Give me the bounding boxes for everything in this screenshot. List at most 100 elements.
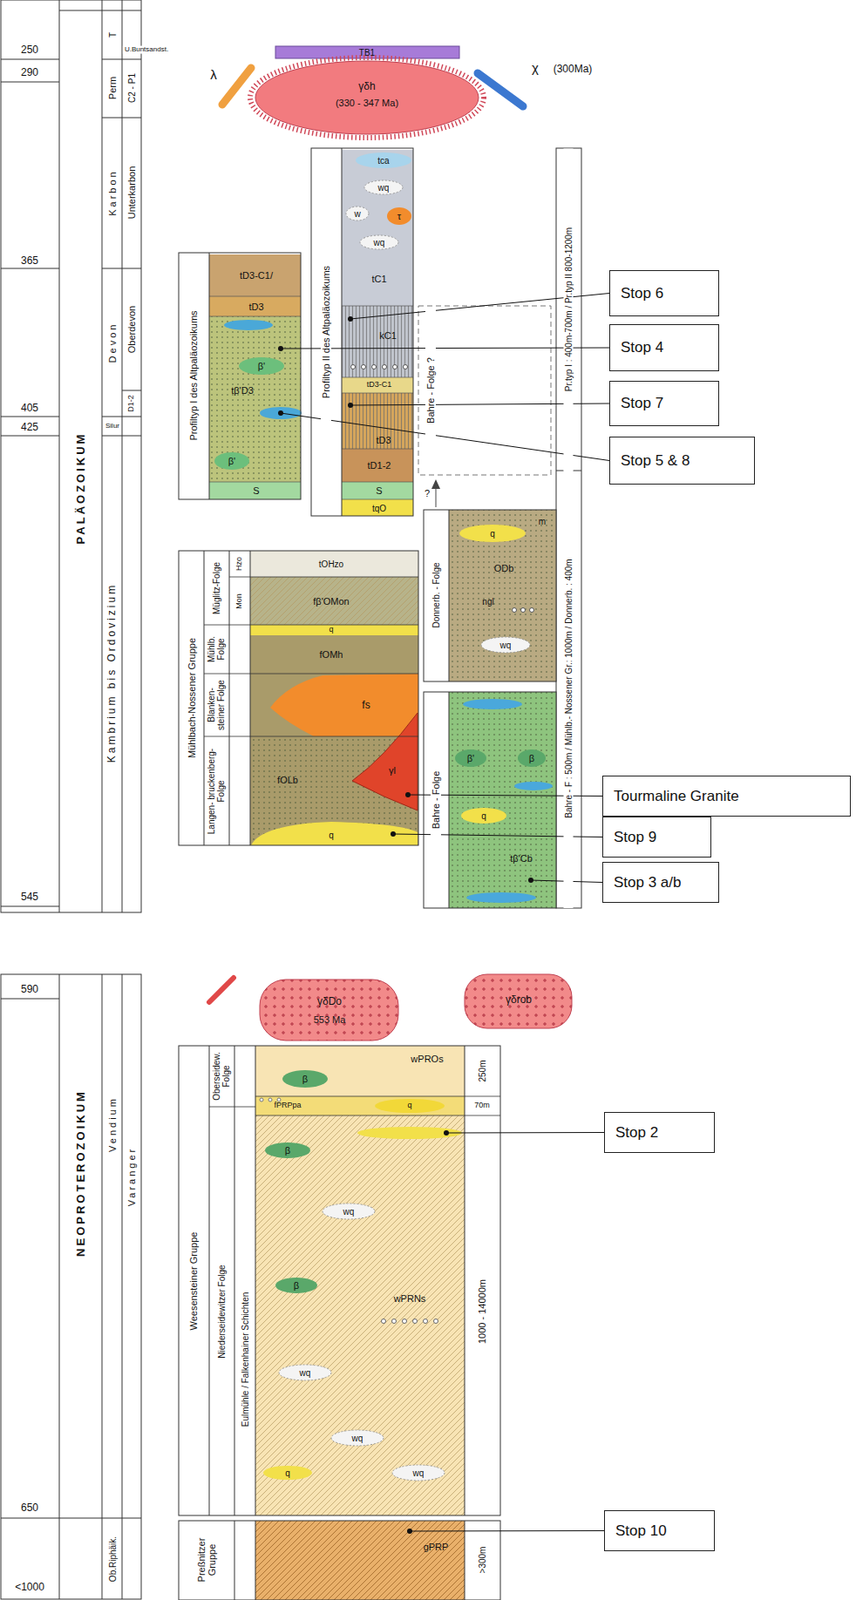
chart-label: PALÄOZOIKUM bbox=[74, 348, 88, 628]
chart-label: (330 - 347 Ma) bbox=[335, 97, 399, 109]
chart-label: ? bbox=[424, 488, 430, 499]
chart-label: tβ'Cb bbox=[509, 853, 533, 864]
chart-label: kC1 bbox=[379, 330, 397, 341]
layer-texture bbox=[250, 577, 419, 626]
column-frame bbox=[178, 1521, 501, 1600]
chart-label: ODb bbox=[494, 563, 515, 574]
layer bbox=[255, 1521, 465, 1600]
leader-dot bbox=[443, 1130, 449, 1136]
chart-label: Karbon bbox=[107, 121, 118, 265]
chart-label: Niederseidewitzer Folge bbox=[217, 1111, 227, 1513]
chart-label: Perm bbox=[107, 61, 118, 116]
column-line bbox=[255, 1521, 257, 1600]
column-frame bbox=[178, 252, 301, 500]
leader-dot bbox=[347, 316, 354, 322]
column-line bbox=[234, 1521, 236, 1600]
time-tick bbox=[0, 998, 60, 1000]
boundary-line bbox=[122, 390, 142, 392]
chart-label: q bbox=[407, 1101, 412, 1111]
chart-label: fPRPpa bbox=[273, 1101, 301, 1111]
chart-label: TB1 bbox=[359, 47, 375, 58]
granite-body bbox=[255, 61, 479, 135]
chart-label: wq bbox=[343, 1207, 355, 1217]
column-line bbox=[464, 1046, 466, 1516]
chart-label: Varanger bbox=[126, 1046, 137, 1308]
chart-label: tD1-2 bbox=[367, 460, 392, 471]
chart-label: λ bbox=[210, 67, 218, 83]
time-tick bbox=[0, 81, 60, 83]
granite-body bbox=[352, 713, 418, 811]
chart-label: β bbox=[285, 1145, 291, 1156]
chart-label: Donnerb. - Folge bbox=[431, 512, 442, 679]
chart-label: m bbox=[538, 516, 546, 527]
pebble bbox=[529, 608, 535, 613]
chart-label: Bahre - F : 500m / Mühlb.- Nossener Gr.:… bbox=[563, 468, 574, 909]
chart-label: Weesensteiner Gruppe bbox=[188, 1050, 199, 1513]
column-line bbox=[209, 252, 211, 500]
granite-body bbox=[259, 979, 399, 1041]
chart-label: 553 Ma bbox=[313, 1014, 347, 1026]
lens bbox=[364, 180, 403, 195]
callout-text: Stop 10 bbox=[615, 1522, 667, 1541]
layer bbox=[209, 254, 301, 297]
lens bbox=[278, 1365, 332, 1381]
chart-label: tqO bbox=[372, 503, 387, 514]
chart-label: fs bbox=[361, 699, 370, 712]
layer bbox=[250, 577, 419, 626]
boundary-line bbox=[101, 117, 142, 119]
layer bbox=[448, 509, 557, 682]
layer-boundary bbox=[341, 482, 414, 483]
boundary-line bbox=[59, 10, 142, 12]
boundary-line bbox=[229, 577, 419, 578]
leader-dot bbox=[390, 831, 396, 837]
chart-label: tD3-C1 bbox=[366, 380, 393, 390]
column-line bbox=[209, 1046, 211, 1516]
chart-label: tC1 bbox=[371, 273, 387, 285]
lens bbox=[275, 1277, 318, 1294]
chart-label: 405 bbox=[20, 402, 39, 415]
boundary-line bbox=[0, 1518, 142, 1520]
pebble bbox=[434, 1319, 439, 1325]
layer bbox=[341, 448, 414, 483]
callout-text: Stop 5 & 8 bbox=[620, 452, 690, 470]
chart-label: γl bbox=[388, 765, 396, 776]
lens bbox=[387, 207, 412, 225]
chart-label: D1-2 bbox=[127, 391, 136, 416]
chart-label: fOMh bbox=[319, 649, 344, 660]
callout-box: Stop 9 bbox=[602, 816, 712, 858]
chart-label: wq bbox=[500, 640, 512, 651]
lens bbox=[461, 808, 507, 824]
column-line bbox=[250, 550, 252, 846]
chart-label: wq bbox=[352, 1433, 364, 1444]
column-line bbox=[341, 148, 343, 517]
pebble bbox=[512, 608, 517, 613]
illustration bbox=[0, 0, 582, 1600]
granite-texture bbox=[259, 979, 399, 1041]
chart-label: 590 bbox=[20, 984, 39, 996]
lens bbox=[357, 1127, 462, 1140]
chart-label: ngl bbox=[482, 597, 494, 607]
chart-label: Oberdevon bbox=[126, 271, 137, 389]
thickness-frame bbox=[464, 1046, 501, 1516]
layer bbox=[341, 377, 414, 394]
chart-label: Mon bbox=[235, 578, 245, 625]
column-frame bbox=[423, 692, 557, 909]
chart-label: gPRP bbox=[423, 1542, 449, 1553]
pebble bbox=[413, 1319, 418, 1325]
column-line bbox=[122, 0, 123, 913]
lens bbox=[346, 206, 369, 221]
lens bbox=[259, 407, 302, 420]
chart-label: Devon bbox=[107, 271, 118, 415]
column-line bbox=[448, 509, 450, 682]
chart-label: w bbox=[353, 209, 361, 219]
intrusion-bar bbox=[275, 46, 460, 59]
chart-label: <1000 bbox=[14, 1582, 45, 1594]
chart-label: tOHzo bbox=[319, 559, 344, 570]
granite-texture bbox=[464, 974, 572, 1029]
chart-label: Preßnitzer Gruppe bbox=[196, 1522, 218, 1598]
time-tick bbox=[0, 906, 60, 908]
chart-label: γδh bbox=[358, 81, 375, 93]
callout-text: Stop 4 bbox=[620, 339, 664, 357]
time-tick bbox=[0, 268, 60, 270]
leader-line bbox=[446, 1132, 605, 1135]
